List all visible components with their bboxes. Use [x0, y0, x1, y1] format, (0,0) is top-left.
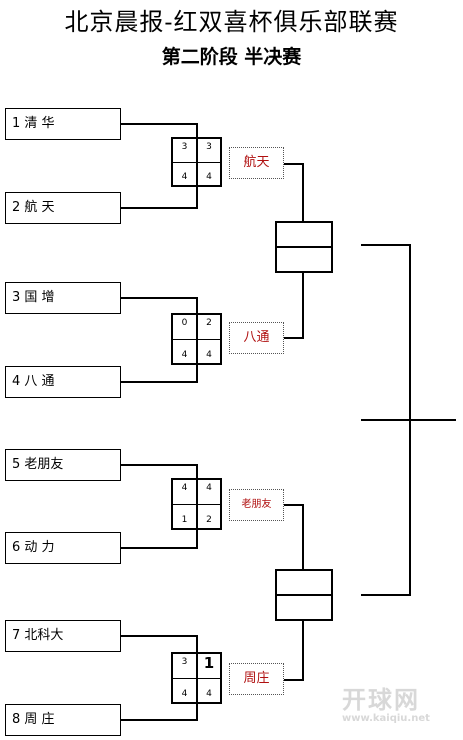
- team-slot-6: 6 动 力: [5, 532, 121, 564]
- connector-line: [284, 679, 304, 681]
- connector-line: [284, 504, 304, 506]
- bracket-title: 北京晨报-红双喜杯俱乐部联赛: [64, 8, 399, 36]
- watermark-name: 开球网: [342, 686, 420, 714]
- connector-line: [284, 163, 304, 165]
- connector-line: [121, 297, 197, 299]
- final-connector-line: [361, 244, 411, 246]
- match-1-winner: 航天: [229, 147, 284, 179]
- match-4-right-top-score: 1: [203, 654, 215, 672]
- match-4-right-bottom-score: 4: [206, 689, 212, 699]
- match-2-left-bottom-score: 4: [181, 350, 188, 360]
- team-slot-2: 2 航 天: [5, 192, 121, 224]
- final-connector-line: [361, 419, 456, 421]
- match-3-score-box-left: 4 1: [171, 478, 198, 530]
- final-connector-line: [361, 594, 411, 596]
- connector-line: [121, 547, 197, 549]
- watermark-url: www.kaiqiu.net: [342, 713, 430, 724]
- connector-line: [302, 163, 304, 223]
- match-4-score-box-left: 3 4: [171, 652, 198, 704]
- match-4-score-box-right: 1 4: [196, 652, 222, 704]
- semifinal-slot-top: [275, 221, 333, 273]
- team-slot-8: 8 周 庄: [5, 704, 121, 736]
- match-1-right-bottom-score: 4: [206, 172, 212, 182]
- site-watermark: 开球网 www.kaiqiu.net: [342, 680, 430, 724]
- match-2-right-bottom-score: 4: [206, 350, 212, 360]
- match-2-right-top-score: 2: [206, 318, 212, 328]
- match-4-winner: 周庄: [229, 663, 284, 695]
- connector-line: [302, 271, 304, 339]
- match-2-score-box-left: 0 4: [171, 313, 198, 365]
- connector-line: [121, 635, 197, 637]
- match-1-left-bottom-score: 4: [181, 172, 188, 182]
- team-slot-5: 5 老朋友: [5, 449, 121, 481]
- match-3-right-top-score: 4: [206, 483, 212, 493]
- team-slot-7: 7 北科大: [5, 620, 121, 652]
- match-4-left-top-score: 3: [181, 657, 188, 667]
- match-3-left-top-score: 4: [181, 483, 188, 493]
- match-1-left-top-score: 3: [181, 142, 188, 152]
- match-1-score-box-left: 3 4: [171, 137, 198, 187]
- connector-line: [121, 719, 197, 721]
- match-3-winner: 老朋友: [229, 489, 284, 521]
- connector-line: [284, 337, 304, 339]
- match-3-right-bottom-score: 2: [206, 515, 212, 525]
- match-2-winner: 八通: [229, 322, 284, 354]
- connector-line: [121, 464, 197, 466]
- match-2-score-box-right: 2 4: [196, 313, 222, 365]
- team-slot-3: 3 国 增: [5, 282, 121, 314]
- match-1-score-box-right: 3 4: [196, 137, 222, 187]
- connector-line: [121, 381, 197, 383]
- connector-line: [121, 207, 197, 209]
- team-slot-4: 4 八 通: [5, 366, 121, 398]
- connector-line: [302, 504, 304, 570]
- match-4-left-bottom-score: 4: [181, 689, 188, 699]
- connector-line: [302, 620, 304, 681]
- connector-line: [121, 123, 197, 125]
- match-3-left-bottom-score: 1: [181, 515, 188, 525]
- semifinal-slot-bottom: [275, 569, 333, 621]
- team-slot-1: 1 清 华: [5, 108, 121, 140]
- stage-subtitle: 第二阶段 半决赛: [161, 46, 302, 68]
- match-1-right-top-score: 3: [206, 142, 212, 152]
- match-3-score-box-right: 4 2: [196, 478, 222, 530]
- match-2-left-top-score: 0: [181, 318, 188, 328]
